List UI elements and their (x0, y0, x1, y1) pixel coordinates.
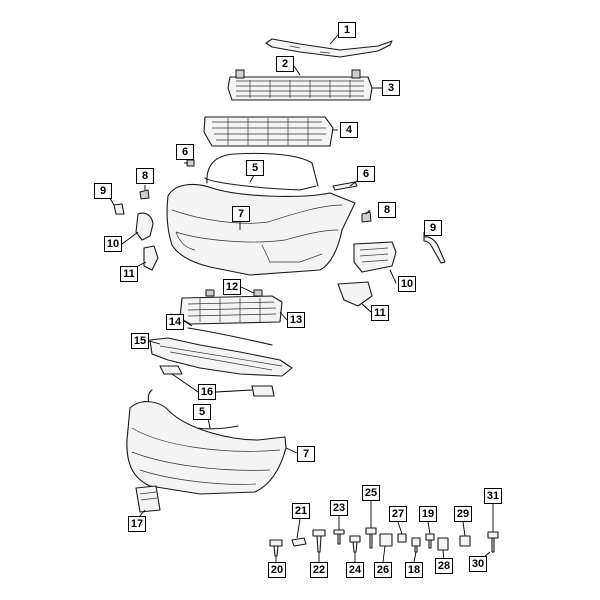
callout-24: 24 (346, 562, 364, 578)
part-9-bezel-left (113, 203, 125, 215)
part-14-strip (187, 327, 273, 346)
part-9-bezel-right (423, 236, 446, 264)
callout-12: 12 (223, 279, 241, 295)
callout-8-right: 8 (378, 202, 396, 218)
callout-11-left: 11 (120, 266, 138, 282)
callout-30: 30 (469, 556, 487, 572)
callout-28: 28 (435, 558, 453, 574)
callout-8-left: 8 (136, 168, 154, 184)
callout-19: 19 (419, 506, 437, 522)
callout-26: 26 (374, 562, 392, 578)
callout-1: 1 (338, 22, 356, 38)
callout-5-upper: 5 (246, 160, 264, 176)
part-8-bracket-left (139, 189, 150, 200)
part-5-arch-trim (204, 152, 319, 191)
callout-29: 29 (454, 506, 472, 522)
callout-7-upper: 7 (232, 206, 250, 222)
callout-20: 20 (268, 562, 286, 578)
part-10-foglamp-left (135, 212, 154, 241)
callout-2: 2 (276, 56, 294, 72)
callout-9-left: 9 (94, 183, 112, 199)
part-10-foglamp-right (353, 241, 397, 273)
part-4-reinforcement (203, 116, 334, 147)
callout-10-left: 10 (104, 236, 122, 252)
callout-21: 21 (292, 503, 310, 519)
part-15-underbody-shield (149, 337, 293, 377)
part-11-bracket-right (337, 281, 373, 307)
callout-22: 22 (310, 562, 328, 578)
part-6-strip-right (332, 181, 358, 191)
callout-6-right: 6 (357, 166, 375, 182)
callout-11-right: 11 (371, 305, 389, 321)
part-7-upper-fascia (166, 183, 356, 276)
callout-15: 15 (131, 333, 149, 349)
callout-4: 4 (340, 122, 358, 138)
part-6-clip-left (186, 159, 195, 167)
callout-9-right: 9 (424, 220, 442, 236)
part-2-grille-bar (227, 69, 373, 101)
part-16-trim-left (159, 365, 183, 375)
callout-27: 27 (389, 506, 407, 522)
callout-18: 18 (405, 562, 423, 578)
part-7-lower-fascia (126, 401, 287, 495)
callout-6-left: 6 (176, 144, 194, 160)
callout-3: 3 (382, 80, 400, 96)
callout-14: 14 (166, 314, 184, 330)
callout-16: 16 (198, 384, 216, 400)
part-16-trim-right (251, 385, 275, 397)
callout-13: 13 (287, 312, 305, 328)
part-1-upper-trim (265, 38, 393, 58)
callout-5-lower: 5 (193, 404, 211, 420)
part-13-lower-grille (179, 295, 283, 325)
callout-17: 17 (128, 516, 146, 532)
part-17-license-bracket (135, 485, 161, 513)
leader-lines (107, 34, 494, 563)
callout-10-right: 10 (398, 276, 416, 292)
callout-7-lower: 7 (297, 446, 315, 462)
callout-23: 23 (330, 500, 348, 516)
part-11-bracket-left (143, 245, 159, 271)
callout-31: 31 (484, 488, 502, 504)
fasteners (269, 527, 499, 557)
callout-25: 25 (362, 485, 380, 501)
